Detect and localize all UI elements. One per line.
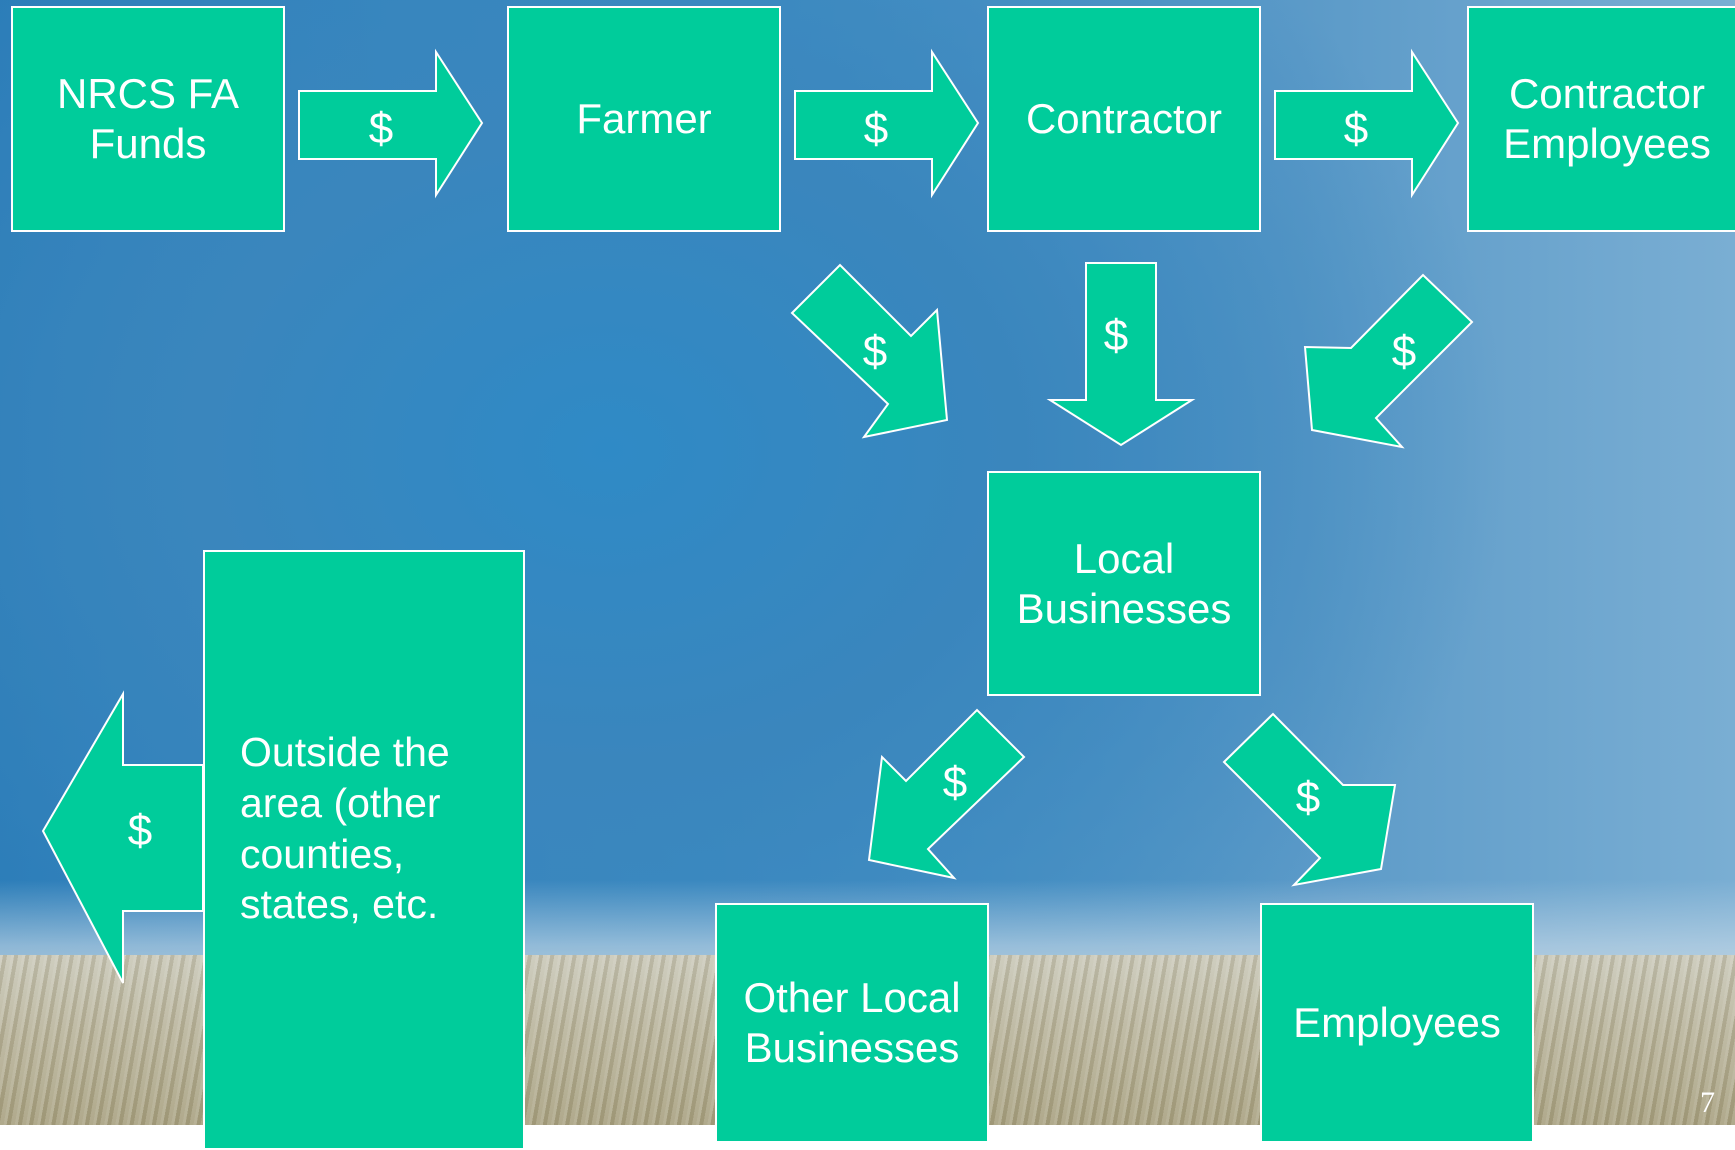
edge-label-7: $ — [943, 758, 967, 807]
node-nrcs-fa-funds: NRCS FA Funds — [11, 6, 285, 232]
arrow-contractor-employees-diagonal — [1303, 273, 1474, 449]
arrow-funds-to-farmer — [298, 48, 484, 199]
node-contractor-label: Contractor — [1025, 95, 1223, 143]
node-contractor-employees: Contractor Employees — [1467, 6, 1735, 232]
edge-label-2: $ — [864, 104, 888, 153]
node-farmer: Farmer — [507, 6, 781, 232]
node-employees-label: Employees — [1293, 999, 1501, 1047]
edge-label-1: $ — [369, 104, 393, 153]
node-other-local-businesses-label: Other Local Businesses — [743, 974, 961, 1071]
node-nrcs-fa-funds-label: NRCS FA Funds — [56, 70, 240, 167]
arrow-to-other-local — [867, 708, 1026, 880]
node-other-local-businesses: Other Local Businesses — [715, 903, 989, 1143]
node-farmer-label: Farmer — [576, 95, 712, 143]
arrow-farmer-diagonal — [790, 263, 949, 439]
arrow-outside-left — [41, 690, 204, 984]
edge-label-9: $ — [128, 806, 152, 855]
arrow-farmer-to-contractor — [794, 48, 980, 199]
flow-arrows: $ $ $ $ $ $ $ $ $ — [41, 48, 1474, 984]
edge-label-6: $ — [1392, 327, 1416, 376]
node-contractor-employees-label: Contractor Employees — [1503, 70, 1711, 167]
edge-label-8: $ — [1296, 773, 1320, 822]
node-outside-area: Outside the area (other counties, states… — [203, 550, 525, 1150]
node-outside-area-label: Outside the area (other counties, states… — [240, 729, 450, 928]
edge-label-4: $ — [863, 327, 887, 376]
node-local-businesses-label: Local Businesses — [1016, 534, 1232, 632]
arrow-to-employees — [1222, 712, 1397, 887]
edge-label-3: $ — [1344, 104, 1368, 153]
arrow-contractor-to-employees — [1274, 48, 1460, 199]
node-contractor: Contractor — [987, 6, 1261, 232]
edge-label-5: $ — [1104, 311, 1128, 360]
arrow-contractor-down — [1046, 262, 1196, 447]
node-local-businesses: Local Businesses — [987, 471, 1261, 696]
page-number: 7 — [1700, 1086, 1715, 1119]
